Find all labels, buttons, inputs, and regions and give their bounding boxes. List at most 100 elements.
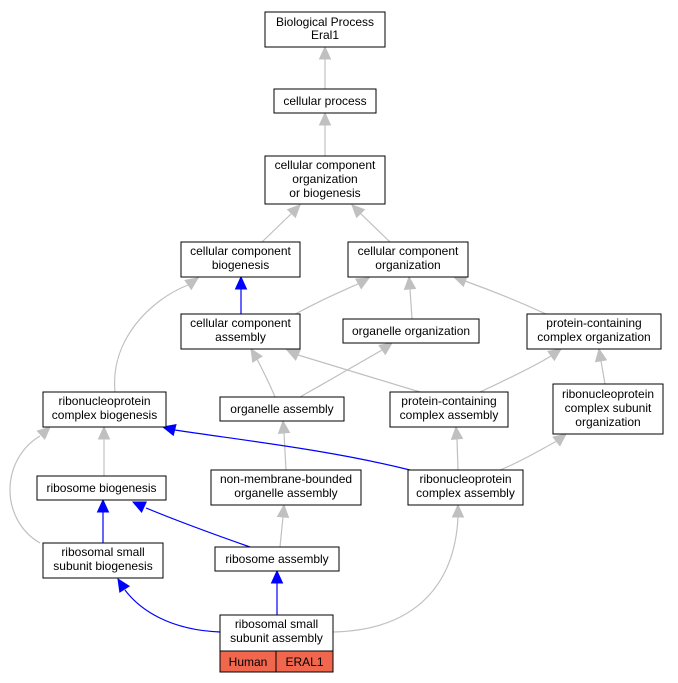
node-label-line: ribonucleoprotein [58, 394, 150, 408]
node-organelle-assembly[interactable]: organelle assembly [219, 396, 345, 422]
node-label-line: Biological Process [276, 15, 374, 29]
node-label-line: assembly [215, 330, 266, 344]
edge-line [456, 438, 459, 471]
edge-line [9, 435, 41, 544]
node-biological-process[interactable]: Biological Process Eral1 [264, 11, 386, 48]
edge-arrowhead [403, 275, 417, 290]
edge-arrowhead [318, 45, 332, 60]
edge-pcca-to-pcco [479, 348, 562, 393]
edge-line [279, 516, 284, 548]
node-label-line: or biogenesis [289, 186, 360, 200]
edge-arrowhead [450, 425, 464, 440]
edge-arrowhead [184, 277, 199, 291]
node-cellular-component-biogenesis[interactable]: cellular component biogenesis [180, 241, 301, 278]
node-cellular-component-organization-or-biogenesis[interactable]: cellular component organization or bioge… [264, 155, 386, 205]
edge-arrowhead [270, 569, 284, 584]
node-protein-containing-complex-assembly[interactable]: protein-containing complex assembly [389, 391, 509, 428]
node-label-line: complex assembly [416, 486, 515, 500]
edge-arrowhead [286, 204, 301, 219]
edge-rcb-to-ccb [114, 277, 199, 393]
node-label-line: ribosomal small [235, 617, 318, 631]
edge-arrowhead [276, 503, 290, 518]
node-label-line: subunit assembly [230, 631, 323, 645]
edge-rssb-to-rcb [9, 426, 51, 544]
node-label-line: ribosome biogenesis [46, 481, 156, 495]
node-label-line: cellular component [190, 244, 291, 258]
node-cellular-component-assembly[interactable]: cellular component assembly [180, 313, 301, 350]
node-non-membrane-bounded-organelle-assembly[interactable]: non-membrane-bounded organelle assembly [210, 469, 362, 506]
edge-line [255, 356, 276, 398]
edge-line [283, 432, 287, 471]
node-cellular-component-organization[interactable]: cellular component organization [347, 241, 469, 278]
node-ribosome-assembly[interactable]: ribosome assembly [214, 546, 340, 572]
edge-arrowhead [351, 204, 366, 219]
edge-rssa-to-rca [332, 503, 465, 633]
edge-arrowhead [285, 349, 301, 361]
node-ribonucleoprotein-complex-biogenesis[interactable]: ribonucleoprotein complex biogenesis [42, 391, 167, 428]
node-ribonucleoprotein-complex-subunit-organization[interactable]: ribonucleoprotein complex subunit organi… [552, 383, 664, 435]
edge-pcco-to-cco [452, 275, 547, 315]
edge-line [299, 349, 383, 398]
edge-line [359, 212, 391, 243]
edge-cellular-process-to-root [318, 45, 332, 89]
gene-label: ERAL1 [285, 655, 323, 669]
edge-rssa-to-rssb [117, 577, 221, 633]
edge-ribo-asm-to-ribo-bio [131, 501, 251, 548]
edge-org-asm-to-org-org [299, 342, 393, 398]
node-label-line: organization [292, 172, 357, 186]
node-label-line: protein-containing [546, 316, 641, 330]
edge-arrowhead [451, 503, 465, 518]
node-label-line: protein-containing [401, 394, 496, 408]
edge-ribo-bio-to-rcb [97, 425, 111, 476]
node-label-line: organization [375, 258, 440, 272]
edge-arrowhead [318, 111, 332, 126]
species-label: Human [229, 655, 268, 669]
edge-line [479, 355, 552, 393]
node-label-line: complex assembly [400, 408, 499, 422]
edge-arrowhead [97, 425, 111, 440]
node-protein-containing-complex-organization[interactable]: protein-containing complex organization [526, 313, 662, 350]
edge-rssb-to-ribo-bio [96, 498, 110, 543]
edge-line [145, 507, 251, 548]
edge-arrowhead [355, 277, 371, 290]
edge-org-asm-to-cca [250, 347, 276, 398]
edge-arrowhead [96, 498, 110, 513]
node-label-line: ribosome assembly [225, 552, 328, 566]
node-ribosome-biogenesis[interactable]: ribosome biogenesis [36, 475, 167, 501]
node-label-line: organelle assembly [230, 402, 333, 416]
edge-line [409, 288, 413, 320]
edge-arrowhead [117, 577, 131, 593]
edge-arrowhead [131, 501, 147, 513]
node-label-line: ribonucleoprotein [562, 387, 654, 401]
node-label-line: organelle organization [352, 324, 470, 338]
node-label-line: complex organization [537, 330, 650, 344]
node-ribonucleoprotein-complex-assembly[interactable]: ribonucleoprotein complex assembly [407, 469, 524, 506]
node-label-line: ribonucleoprotein [419, 472, 511, 486]
edge-line [499, 440, 558, 471]
edge-ribo-asm-to-nmboa [276, 503, 290, 548]
edge-org-org-to-cco [403, 275, 417, 320]
node-label-line: complex biogenesis [52, 408, 157, 422]
edge-line [174, 429, 411, 471]
edge-line [464, 280, 547, 315]
edge-cca-to-ccb [234, 275, 248, 314]
node-label-line: cellular process [283, 94, 366, 108]
node-label-line: complex subunit [565, 401, 652, 415]
node-label-line: non-membrane-bounded [220, 472, 352, 486]
node-label-line: Eral1 [311, 28, 339, 42]
node-label-line: biogenesis [212, 258, 269, 272]
edge-rca-to-rcso [499, 433, 567, 471]
node-cellular-process[interactable]: cellular process [273, 88, 377, 114]
edge-nmboa-to-org-asm [277, 419, 291, 471]
edge-ccb-to-ccob [261, 204, 301, 243]
node-ribosomal-small-subunit-assembly[interactable]: ribosomal small subunit assembly Human E… [219, 614, 334, 673]
node-label-line: cellular component [190, 316, 291, 330]
node-label-line: ribosomal small [61, 545, 144, 559]
edge-rssa-to-ribo-asm [270, 569, 284, 615]
edge-arrowhead [547, 348, 562, 362]
node-organelle-organization[interactable]: organelle organization [342, 318, 480, 344]
node-ribosomal-small-subunit-biogenesis[interactable]: ribosomal small subunit biogenesis [42, 542, 164, 579]
node-label-line: subunit biogenesis [53, 559, 152, 573]
edge-arrowhead [36, 426, 51, 441]
